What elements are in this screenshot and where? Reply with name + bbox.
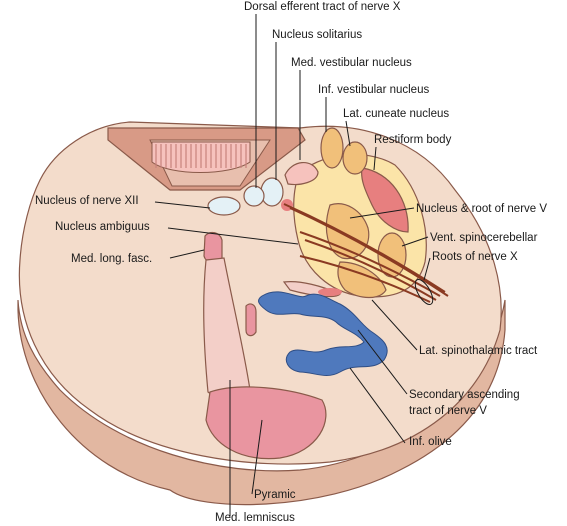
leader-line <box>373 146 377 171</box>
label-lat-cuneate: Lat. cuneate nucleus <box>343 108 449 120</box>
nerve-root-fiber <box>299 231 441 297</box>
lat-cuneate-nucleus <box>342 141 368 175</box>
label-pyramid: Pyramic <box>254 489 296 501</box>
inferior-olive <box>258 291 388 377</box>
label-inf-olive: Inf. olive <box>409 436 452 448</box>
label-inf-vestibular: Inf. vestibular nucleus <box>318 84 429 96</box>
leader-line <box>349 367 406 444</box>
choroid-stripes <box>155 144 247 168</box>
label-med-vestibular: Med. vestibular nucleus <box>291 57 412 69</box>
nerve-root-fiber <box>304 239 437 301</box>
label-med-long-fasc: Med. long. fasc. <box>71 253 152 265</box>
leader-line <box>345 120 351 147</box>
nucleus-nerve-xii <box>207 196 241 216</box>
med-long-fasc <box>203 231 223 263</box>
leader-line <box>349 207 415 219</box>
label-vent-spinocerebellar: Vent. spinocerebellar <box>430 232 538 244</box>
nerve-root-fiber <box>283 203 446 293</box>
inf-vestibular-nucleus <box>320 127 344 169</box>
leader-line <box>401 236 429 247</box>
label-nucleus-solitarius: Nucleus solitarius <box>272 29 362 41</box>
label-nucleus-ambiguus: Nucleus ambiguus <box>55 221 150 233</box>
nucleus-solitarius <box>260 177 284 207</box>
leader-line <box>423 257 431 281</box>
secondary-ascending-tract <box>245 303 257 337</box>
leader-line <box>169 249 205 259</box>
med-vestibular-nucleus <box>284 162 319 186</box>
label-roots-x: Roots of nerve X <box>432 251 518 263</box>
nerve-root-fiber <box>289 207 449 297</box>
leader-line <box>154 201 211 209</box>
label-secondary-ascending-1: Secondary ascending <box>409 389 520 401</box>
spinothalamic-red <box>318 288 342 296</box>
dorsal-efferent-tract <box>243 185 265 207</box>
restiform-body <box>361 167 409 233</box>
label-secondary-ascending-2: tract of nerve V <box>409 405 487 417</box>
leader-lines <box>154 14 431 516</box>
label-dorsal-efferent: Dorsal efferent tract of nerve X <box>244 1 401 13</box>
label-lat-spinothalamic: Lat. spinothalamic tract <box>419 345 538 357</box>
leader-line <box>251 419 263 495</box>
nerve-root-fibers <box>283 203 449 305</box>
nerve-root-fiber <box>299 255 431 303</box>
pyramid <box>205 386 327 460</box>
label-med-lemniscus: Med. lemniscus <box>215 512 295 524</box>
section-side-face <box>17 299 506 506</box>
label-nucleus-xii: Nucleus of nerve XII <box>35 195 139 207</box>
leader-line <box>357 329 408 395</box>
leader-line <box>371 299 418 351</box>
leader-line <box>167 227 299 245</box>
roots-x-bundle <box>414 279 434 305</box>
label-nucleus-root-v: Nucleus & root of nerve V <box>416 203 547 215</box>
label-restiform: Restiform body <box>374 134 452 146</box>
